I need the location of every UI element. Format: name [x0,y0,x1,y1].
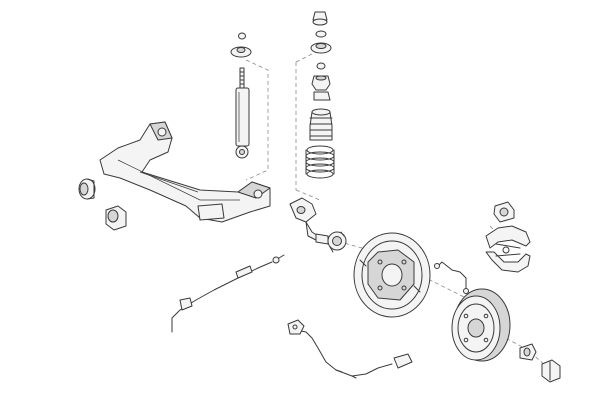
shock-absorber [235,67,250,159]
rear-axle-beam [99,121,271,223]
axle-bushing [78,178,96,200]
wheel-cylinder [493,201,515,223]
spring-top-seat [310,11,332,70]
axle-nut [541,359,561,383]
hub-cap [519,343,537,361]
dust-boot [309,91,333,141]
stub-axle [289,197,329,245]
brake-backing-plate [353,232,431,318]
brake-shoes [485,225,531,273]
coil-spring [305,145,335,179]
abs-sensor-cable [287,319,413,379]
wheel-bearing [327,231,347,253]
brake-hose [434,261,469,294]
handbrake-cable [171,254,285,333]
shock-top-mount [230,32,252,58]
axle-bushing-bracket [105,205,127,231]
brake-drum [451,288,511,362]
bump-stop [311,75,331,91]
